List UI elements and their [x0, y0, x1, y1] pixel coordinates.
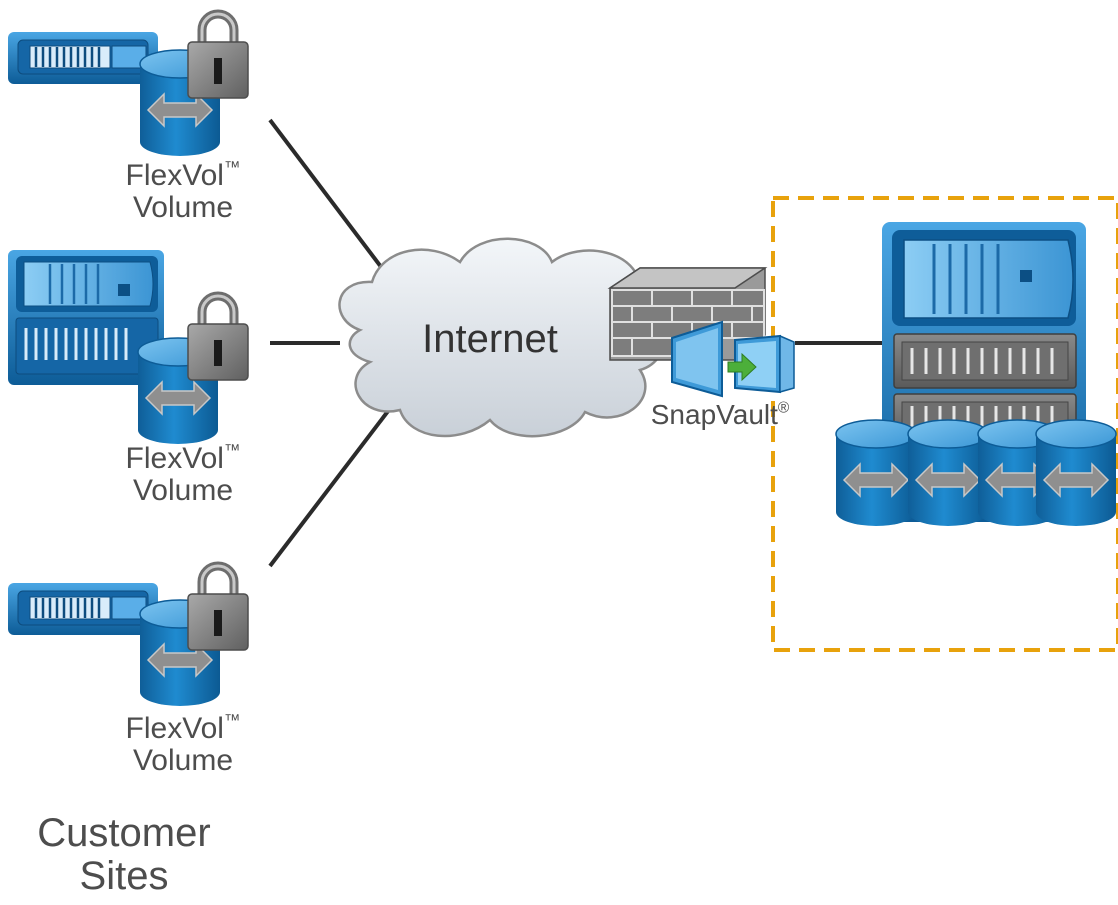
snapvault-label: SnapVault®: [620, 399, 820, 430]
trademark-symbol: ™: [223, 711, 241, 730]
lock-icon: [188, 14, 248, 98]
customer-sites-line2: Sites: [79, 854, 169, 899]
lock-icon: [188, 566, 248, 650]
connection-lines: [268, 118, 885, 568]
registered-symbol: ®: [777, 399, 790, 417]
volume-word: Volume: [132, 191, 234, 225]
volume-name: FlexVol: [125, 159, 224, 192]
netapp-logo-icon: [1020, 270, 1032, 282]
storage-system-icon: [6, 30, 160, 86]
snapvault-icon: [671, 320, 795, 398]
site-2: [8, 250, 248, 445]
customer-sites-line1: Customer: [37, 811, 211, 855]
cloud-icon: [338, 237, 669, 438]
volume-word: Volume: [132, 744, 234, 778]
snapvault-name: SnapVault: [650, 399, 778, 430]
site-3: [6, 566, 248, 707]
volume-name: FlexVol: [125, 712, 224, 745]
netapp-logo-icon: [118, 284, 130, 296]
storage-system-icon: [6, 581, 160, 637]
volume-word: Volume: [132, 474, 234, 508]
disk-icon: [1035, 419, 1117, 527]
storage-system-icon: [8, 250, 164, 385]
customer-sites-label: Customer Sites: [14, 811, 234, 899]
site-1-volume-label: FlexVol™ Volume: [103, 158, 263, 225]
disk-icon: [907, 419, 989, 527]
volume-name: FlexVol: [125, 442, 224, 475]
lock-icon: [188, 296, 248, 380]
disk-icon: [835, 419, 917, 527]
link-site1-internet: [268, 118, 402, 294]
site-1: [6, 14, 248, 157]
site-3-volume-label: FlexVol™ Volume: [103, 711, 263, 778]
internet-label: Internet: [422, 317, 558, 361]
site-2-volume-label: FlexVol™ Volume: [103, 441, 263, 508]
trademark-symbol: ™: [223, 441, 241, 460]
link-site3-internet: [268, 396, 400, 568]
trademark-symbol: ™: [223, 158, 241, 177]
